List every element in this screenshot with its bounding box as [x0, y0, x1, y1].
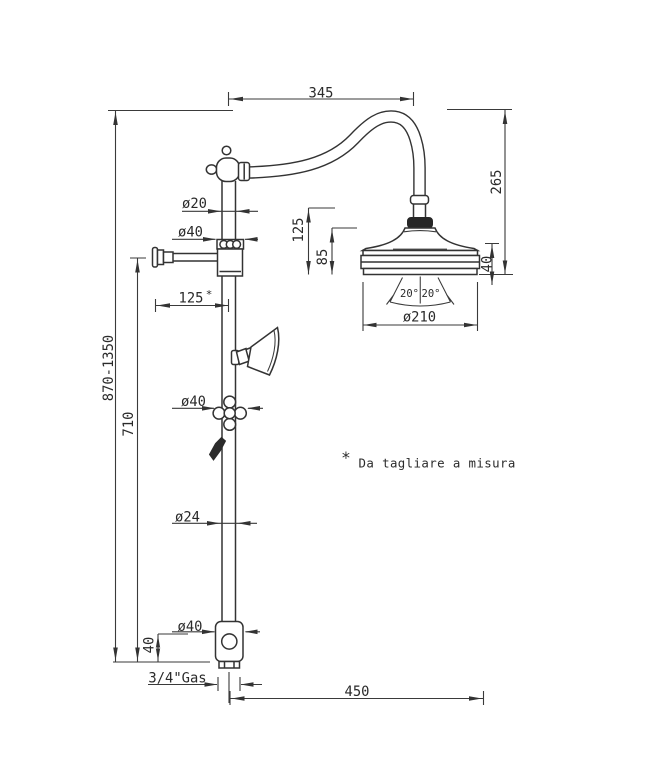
dimension-labels: 345 265 ø20 ø40 125 85 40 20° 20° ø210 1…	[101, 86, 505, 701]
diverter-valve	[208, 395, 248, 461]
head-stem	[412, 204, 427, 218]
rim-band-bottom	[362, 267, 478, 276]
valve-lobe-top	[223, 395, 237, 409]
shower-head	[359, 194, 481, 307]
footnote: * Da tagliare a misura	[341, 448, 516, 471]
dimension-arrows	[113, 96, 508, 701]
dim-label-o24: ø24	[175, 510, 200, 526]
valve-lobe-left	[212, 406, 226, 420]
head-nut	[407, 217, 433, 229]
hook-ring	[205, 164, 218, 175]
bracket-arm	[173, 252, 217, 262]
shower-column-geometry	[151, 110, 481, 669]
dim-label-125-wall: 125	[179, 291, 204, 307]
spray-angle-lines	[386, 276, 455, 307]
wall-flange-neck	[162, 251, 174, 264]
dim-label-o40-top: ø40	[178, 225, 203, 241]
dim-label-o20: ø20	[182, 196, 207, 212]
hand-shower	[230, 326, 280, 376]
tee-body	[215, 157, 241, 183]
spray-angle-left-label: 20°	[400, 288, 419, 300]
inlet-connector	[214, 620, 244, 669]
diverter-lever	[208, 436, 227, 461]
dim-label-o210: ø210	[403, 310, 436, 326]
footnote-marker: *	[341, 448, 351, 467]
bell-shoulder-line	[403, 230, 437, 233]
inlet-thread-lines	[223, 661, 235, 668]
thread-label: 3/4"Gas	[148, 671, 206, 687]
valve-hub	[223, 406, 236, 420]
dim-label-40-head: 40	[480, 256, 496, 273]
scallop-bead	[231, 239, 242, 250]
dim-label-450: 450	[345, 684, 370, 700]
finial-knob	[221, 145, 232, 156]
gooseneck-arm	[248, 110, 426, 200]
arm-end-collar	[409, 194, 430, 205]
dim-125-asterisk: *	[206, 288, 213, 301]
dim-label-40-inlet: 40	[142, 637, 158, 654]
handshower-mouth-line	[267, 330, 276, 372]
inlet-hole	[220, 633, 238, 650]
dim-label-o40-valve: ø40	[181, 394, 206, 410]
column-top-tee	[205, 145, 251, 183]
arrowheads	[113, 96, 508, 701]
upper-junction	[216, 238, 245, 277]
dim-label-345: 345	[309, 86, 334, 102]
valve-lobe-right	[233, 406, 248, 420]
dim-label-o40-inlet: ø40	[178, 619, 203, 635]
wall-bracket	[151, 246, 217, 268]
spray-angle-right-label: 20°	[422, 288, 441, 300]
inlet-thread-end	[218, 660, 241, 669]
valve-lobe-bottom	[223, 417, 237, 432]
dim-line-set	[108, 92, 513, 705]
arm-fill	[248, 111, 425, 200]
dim-label-870-1350: 870-1350	[101, 335, 117, 401]
dim-label-125-head: 125	[291, 218, 307, 243]
dim-label-710: 710	[121, 412, 137, 437]
dim-label-265: 265	[489, 170, 505, 195]
dimension-lines	[108, 92, 513, 705]
footnote-text: Da tagliare a misura	[359, 456, 516, 471]
head-bell	[359, 227, 481, 252]
dim-label-85: 85	[315, 249, 331, 266]
wall-flange-step	[156, 249, 165, 266]
